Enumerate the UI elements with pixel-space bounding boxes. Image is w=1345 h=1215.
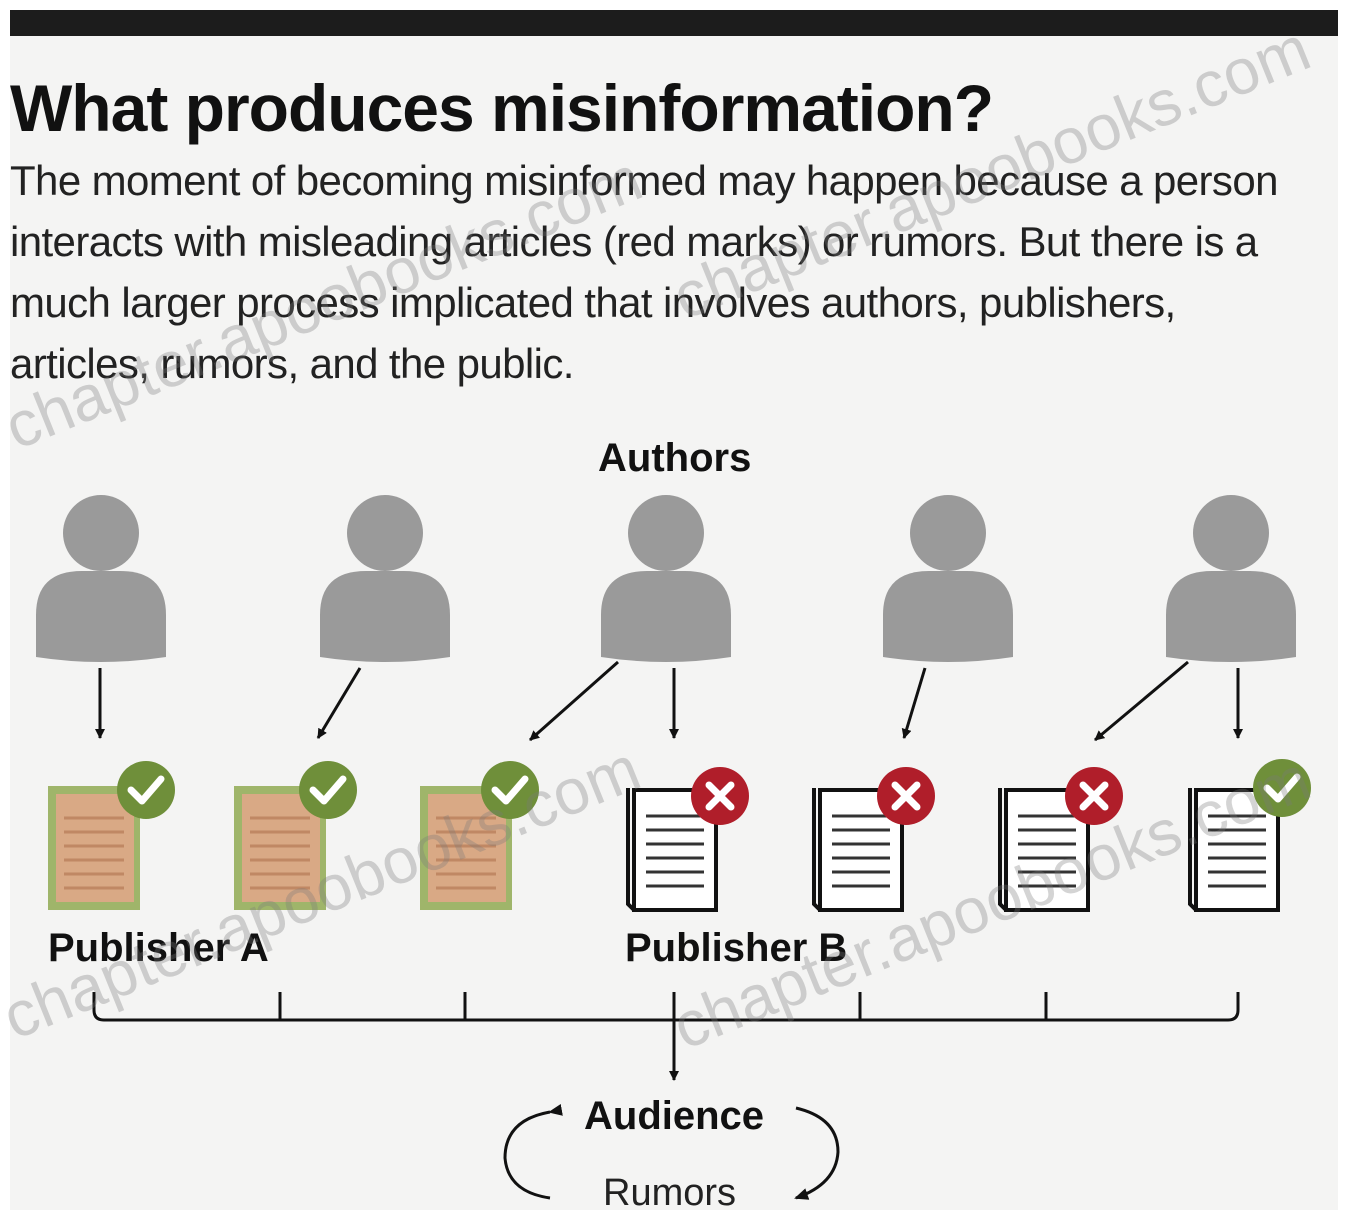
check-icon bbox=[299, 761, 357, 819]
rumors-label: Rumors bbox=[603, 1172, 737, 1214]
publisher-a-label: Publisher A bbox=[48, 926, 269, 970]
rumor-cycle-right-arrow bbox=[794, 1106, 840, 1200]
check-icon bbox=[117, 761, 175, 819]
check-icon bbox=[1253, 759, 1311, 817]
publisher-bracket bbox=[92, 992, 1240, 1022]
author-1 bbox=[36, 495, 166, 662]
top-rule bbox=[10, 10, 1338, 36]
arrow-author4-article5 bbox=[901, 667, 927, 739]
check-icon bbox=[481, 761, 539, 819]
publisher-b-label: Publisher B bbox=[625, 926, 848, 970]
author-5 bbox=[1166, 495, 1296, 662]
arrow-author5-article6 bbox=[1094, 660, 1189, 742]
graphic-title: What produces misinformation? bbox=[10, 71, 994, 145]
rumor-cycle-left-arrow bbox=[503, 1103, 563, 1200]
graphic-subtitle: The moment of becoming misinformed may h… bbox=[10, 157, 1278, 387]
x-mark-icon bbox=[877, 767, 935, 825]
arrow-author2-article2 bbox=[316, 667, 362, 739]
audience-label: Audience bbox=[584, 1094, 765, 1138]
x-mark-icon bbox=[1065, 767, 1123, 825]
authors-label: Authors bbox=[598, 436, 752, 480]
author-3 bbox=[601, 495, 731, 662]
author-2 bbox=[320, 495, 450, 662]
arrow-author3-article3 bbox=[529, 660, 619, 742]
author-4 bbox=[883, 495, 1013, 662]
x-mark-icon bbox=[691, 767, 749, 825]
